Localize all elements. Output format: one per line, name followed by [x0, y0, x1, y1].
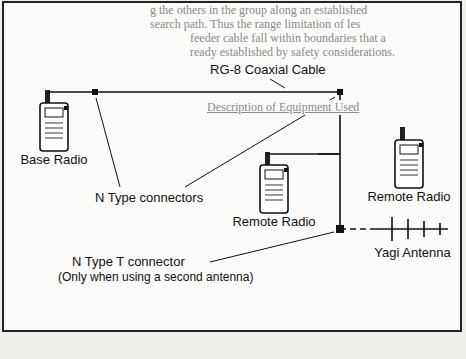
page-text: ready established by safety consideratio… [190, 45, 395, 60]
callout-label: RG-8 Coaxial Cable [210, 62, 326, 77]
node-label: Base Radio [18, 152, 90, 167]
antenna-node: Yagi Antenna [372, 215, 453, 260]
yagi-icon [372, 215, 453, 245]
page-text: g the others in the group along an estab… [150, 3, 367, 18]
icon-holder [230, 150, 318, 214]
callout-label: N Type T connector [72, 254, 185, 269]
radio-icon [230, 150, 318, 214]
leader-line [96, 98, 120, 187]
coax-line [318, 154, 340, 229]
leader-line [270, 79, 285, 88]
page-text: search path. Thus the range limitation o… [150, 17, 360, 32]
coax-cable [318, 154, 372, 233]
n-connector [337, 89, 343, 95]
page-text: Description of Equipment Used [205, 100, 361, 115]
n-connector [92, 89, 98, 95]
node-label: Yagi Antenna [372, 245, 453, 260]
node-label: Remote Radio [365, 189, 453, 204]
optional-coax-line [340, 228, 372, 230]
callout-label: (Only when using a second antenna) [58, 270, 253, 285]
t-connector [336, 225, 344, 233]
coax-cable [90, 89, 343, 154]
radio-node: Remote Radio [230, 150, 318, 229]
radio-icon [365, 125, 453, 189]
icon-holder [365, 125, 453, 189]
frame-border [3, 2, 461, 331]
icon-holder [372, 215, 453, 245]
radio-node: Remote Radio [365, 125, 453, 204]
page-text: feeder cable fall within boundaries that… [190, 31, 386, 46]
radio-node: Base Radio [18, 88, 90, 167]
radio-icon [18, 88, 90, 152]
icon-holder [18, 88, 90, 152]
callout-label: N Type connectors [95, 190, 203, 205]
leader-line [210, 232, 334, 262]
node-label: Remote Radio [230, 214, 318, 229]
